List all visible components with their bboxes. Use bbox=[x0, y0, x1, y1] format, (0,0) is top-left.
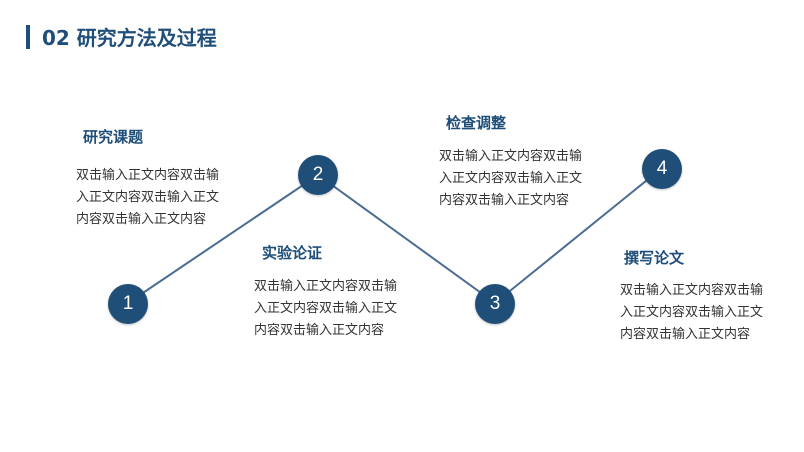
step-4-title: 撰写论文 bbox=[624, 249, 685, 267]
step-3-node: 3 bbox=[475, 284, 515, 324]
step-4-description: 双击输入正文内容双击输入正文内容双击输入正文内容双击输入正文内容 bbox=[620, 283, 764, 342]
step-3-title: 检查调整 bbox=[446, 114, 507, 132]
page-title: 02 研究方法及过程 bbox=[42, 26, 217, 50]
step-1-title: 研究课题 bbox=[83, 128, 144, 146]
step-3-description: 双击输入正文内容双击输入正文内容双击输入正文内容双击输入正文内容 bbox=[439, 149, 583, 208]
step-2-description: 双击输入正文内容双击输入正文内容双击输入正文内容双击输入正文内容 bbox=[254, 279, 398, 338]
step-4-node: 4 bbox=[642, 149, 682, 189]
step-1-description: 双击输入正文内容双击输入正文内容双击输入正文内容双击输入正文内容 bbox=[76, 168, 220, 227]
step-2-node: 2 bbox=[298, 155, 338, 195]
zigzag-line bbox=[127, 167, 663, 305]
title-accent-bar bbox=[26, 25, 30, 49]
step-2-title: 实验论证 bbox=[262, 244, 323, 262]
step-1-node: 1 bbox=[108, 284, 148, 324]
